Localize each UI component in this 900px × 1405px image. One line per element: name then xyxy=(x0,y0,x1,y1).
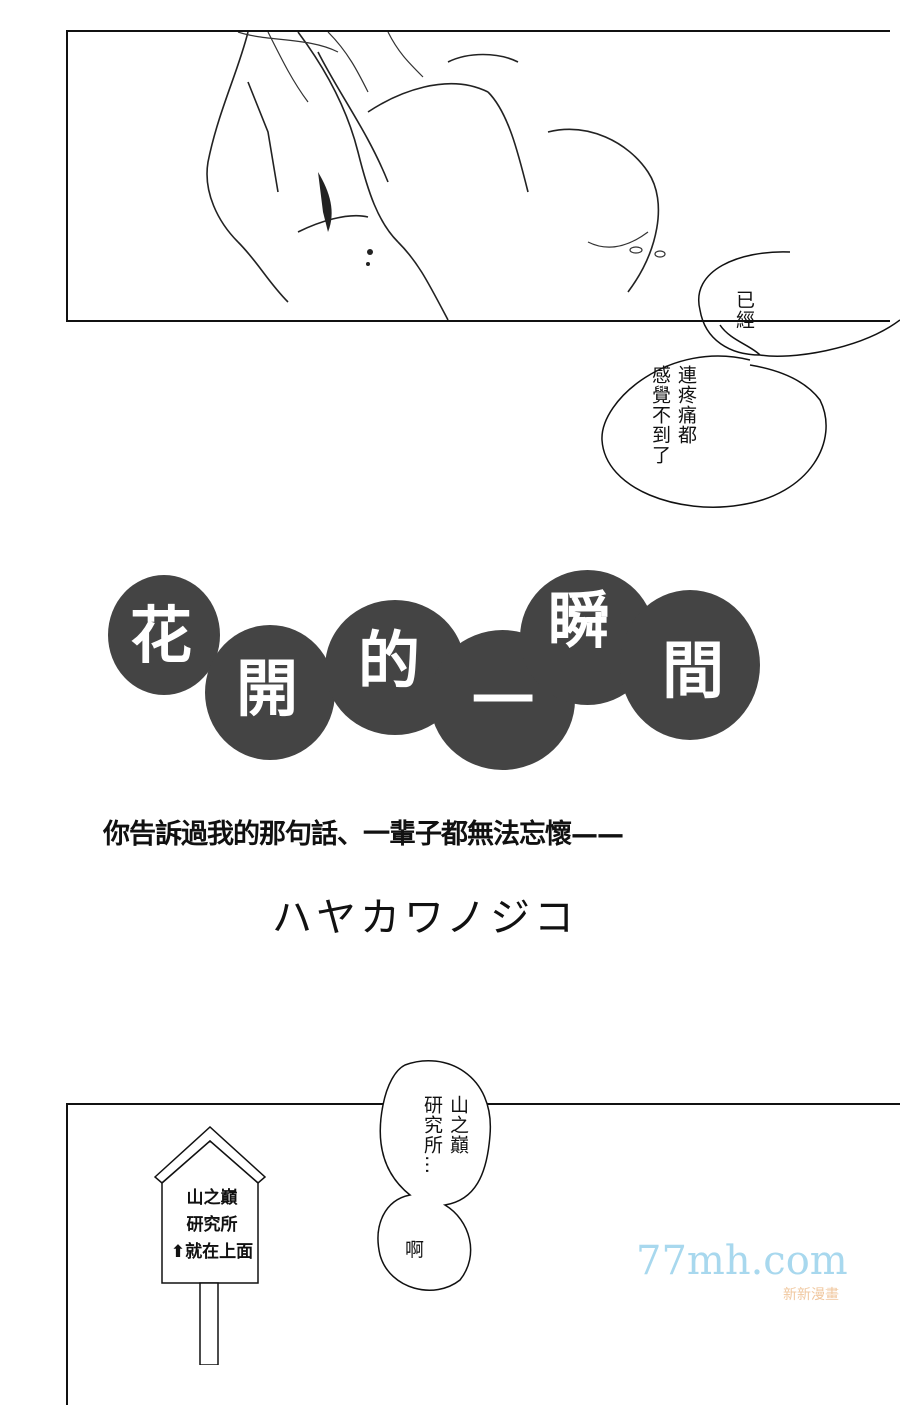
signpost-text: 山之巔 研究所 ⬆就在上面 xyxy=(162,1185,262,1266)
title-char: 瞬 xyxy=(548,584,611,657)
top-panel xyxy=(66,30,890,322)
sign-line: ⬆就在上面 xyxy=(170,1242,254,1262)
title-char: 間 xyxy=(662,634,725,707)
title-char: 開 xyxy=(236,652,299,725)
tagline: 你告訴過我的那句話、一輩子都無法忘懷—— xyxy=(103,819,624,850)
speech-bubble-outline xyxy=(377,1060,491,1291)
sign-line: 研究所 xyxy=(186,1215,238,1235)
watermark-site: 77mh.com xyxy=(636,1238,848,1284)
signpost-illustration xyxy=(153,1125,267,1365)
author-name: ハヤカワノジコ xyxy=(272,895,578,941)
speech-bubble-text: 啊 xyxy=(405,1239,425,1261)
watermark-name: 新新漫畫 xyxy=(783,1287,839,1303)
speech-bubble-text: 已經 xyxy=(733,290,755,330)
title-char: 花 xyxy=(130,599,193,672)
speech-bubble-text: 研究所… xyxy=(421,1095,443,1175)
character-illustration xyxy=(206,32,666,320)
sign-line: 山之巔 xyxy=(186,1188,238,1208)
speech-bubble-text: 感覺不到了 xyxy=(649,365,671,465)
speech-bubble-outline xyxy=(601,251,900,508)
title-char: 一 xyxy=(472,664,535,737)
arrow-up-icon: ⬆ xyxy=(170,1242,186,1262)
title-char: 的 xyxy=(358,624,421,697)
speech-bubble-text: 山之巔 xyxy=(447,1095,469,1155)
speech-bubble-text: 連疼痛都 xyxy=(675,365,697,445)
